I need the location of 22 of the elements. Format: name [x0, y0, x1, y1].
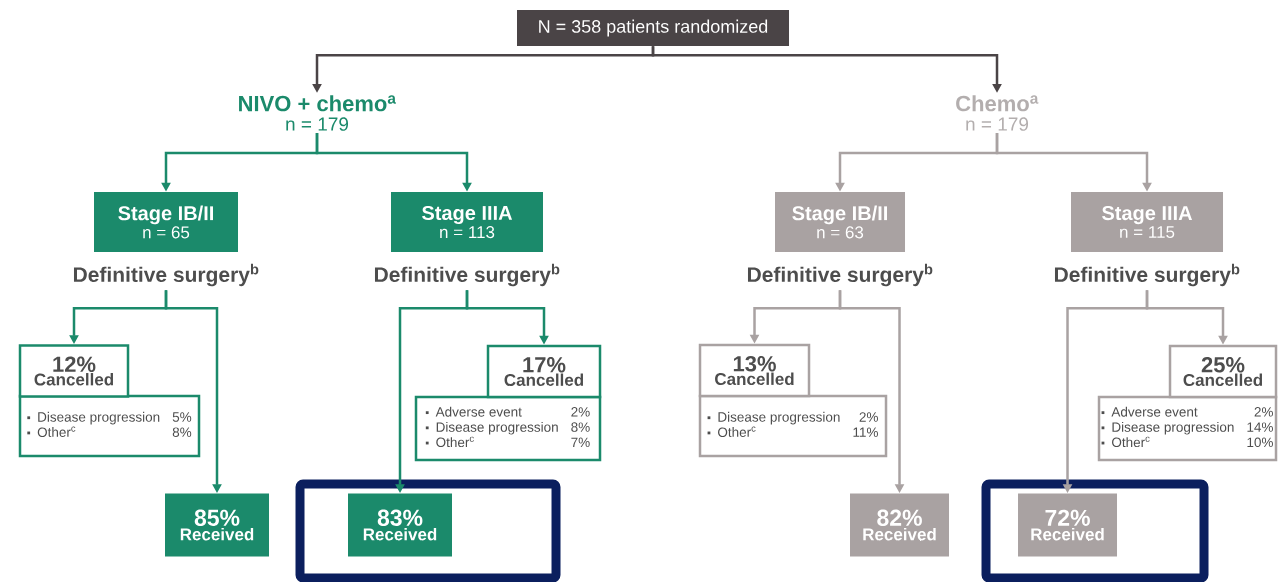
surgery-label: Definitive surgery$^{b}$: [748, 263, 933, 287]
surgery-label: Definitive surgery$^{b}$: [1055, 263, 1240, 287]
stage-box: Stage IB/II n = 65: [94, 192, 238, 252]
surgery-label: Definitive surgery$^{b}$: [375, 263, 560, 287]
received-box: 83% Received: [348, 493, 452, 557]
reason-list: Disease progression 2% Other$^{c}$ 11%: [698, 394, 888, 458]
stage-box: Stage IIIA n = 115: [1071, 192, 1223, 252]
arm-label: NIVO + chemo$^{a}$ n = 179: [239, 95, 396, 131]
reason-list: Disease progression 5% Other$^{c}$ 8%: [18, 394, 201, 458]
received-box: 85% Received: [165, 493, 269, 557]
received-box: 82% Received: [850, 493, 949, 557]
reason-list: Adverse event 2% Disease progression 8% Other$^{c}$ 7%: [414, 395, 602, 462]
cancelled-box: 17% Cancelled: [486, 344, 602, 399]
group-box: N = 358 patients randomized: [517, 10, 789, 46]
cancelled-box: 12% Cancelled: [18, 344, 130, 398]
arm-label: Chemo$^{a}$ n = 179: [956, 95, 1039, 131]
cancelled-box: 13% Cancelled: [698, 343, 811, 398]
received-box: 72% Received: [1018, 493, 1117, 557]
surgery-label: Definitive surgery$^{b}$: [74, 263, 259, 287]
cancelled-box: 25% Cancelled: [1168, 344, 1278, 399]
stage-box: Stage IB/II n = 63: [775, 192, 905, 252]
stage-box: Stage IIIA n = 113: [391, 192, 543, 252]
